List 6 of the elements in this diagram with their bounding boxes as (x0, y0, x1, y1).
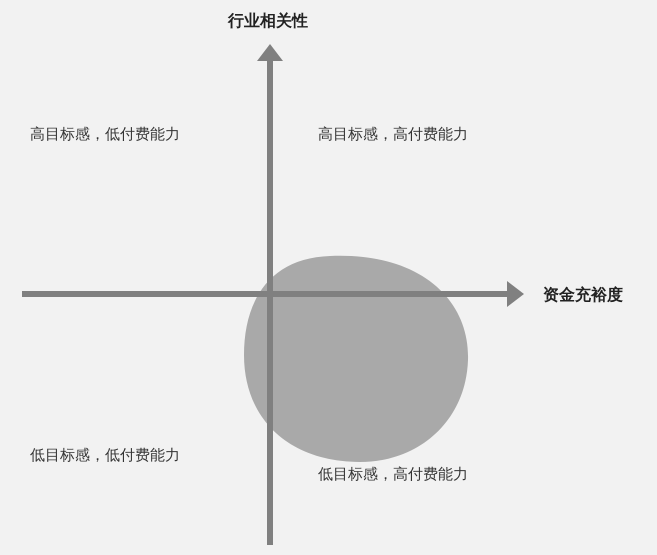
quadrant-label: 高目标感，低付费能力 (30, 124, 180, 144)
axis-title: 资金充裕度 (543, 285, 623, 305)
quadrant-label: 高目标感，高付费能力 (318, 124, 468, 144)
axis-title: 行业相关性 (228, 11, 308, 31)
quadrant-label: 低目标感，低付费能力 (30, 445, 180, 465)
quadrant-label: 低目标感，高付费能力 (318, 464, 468, 484)
